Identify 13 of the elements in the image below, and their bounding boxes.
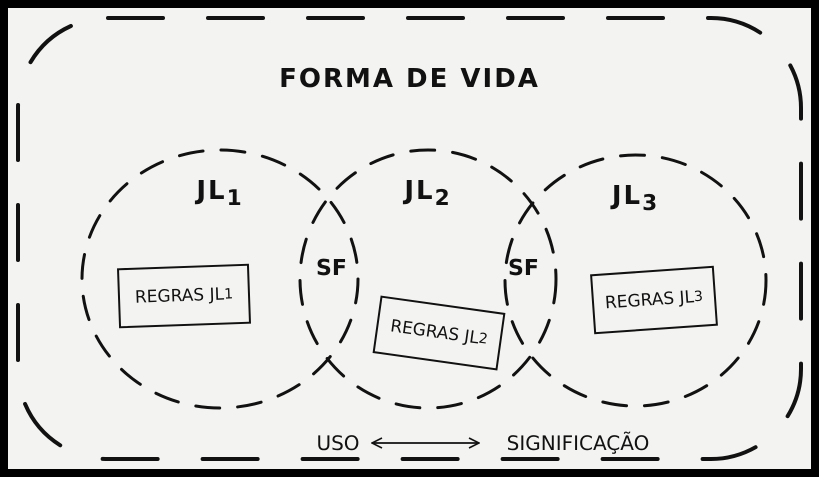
overlap-label: SF [316, 256, 347, 281]
language-game-circle [503, 153, 768, 408]
circle-label: JL$_{1}$ [194, 176, 245, 212]
term-text: USO [308, 428, 368, 458]
language-game-circle [80, 148, 360, 410]
circle-label: JL$_{3}$ [609, 181, 660, 216]
double-arrow [371, 437, 480, 449]
life-form-region [14, 14, 805, 463]
title-text: FORMA DE VIDA [278, 64, 541, 94]
language-game-circle [298, 148, 558, 410]
term-text: SIGNIFICAÇÃO [483, 428, 673, 458]
overlap-label: SF [508, 256, 539, 281]
circle-label: JL$_{2}$ [402, 176, 453, 212]
